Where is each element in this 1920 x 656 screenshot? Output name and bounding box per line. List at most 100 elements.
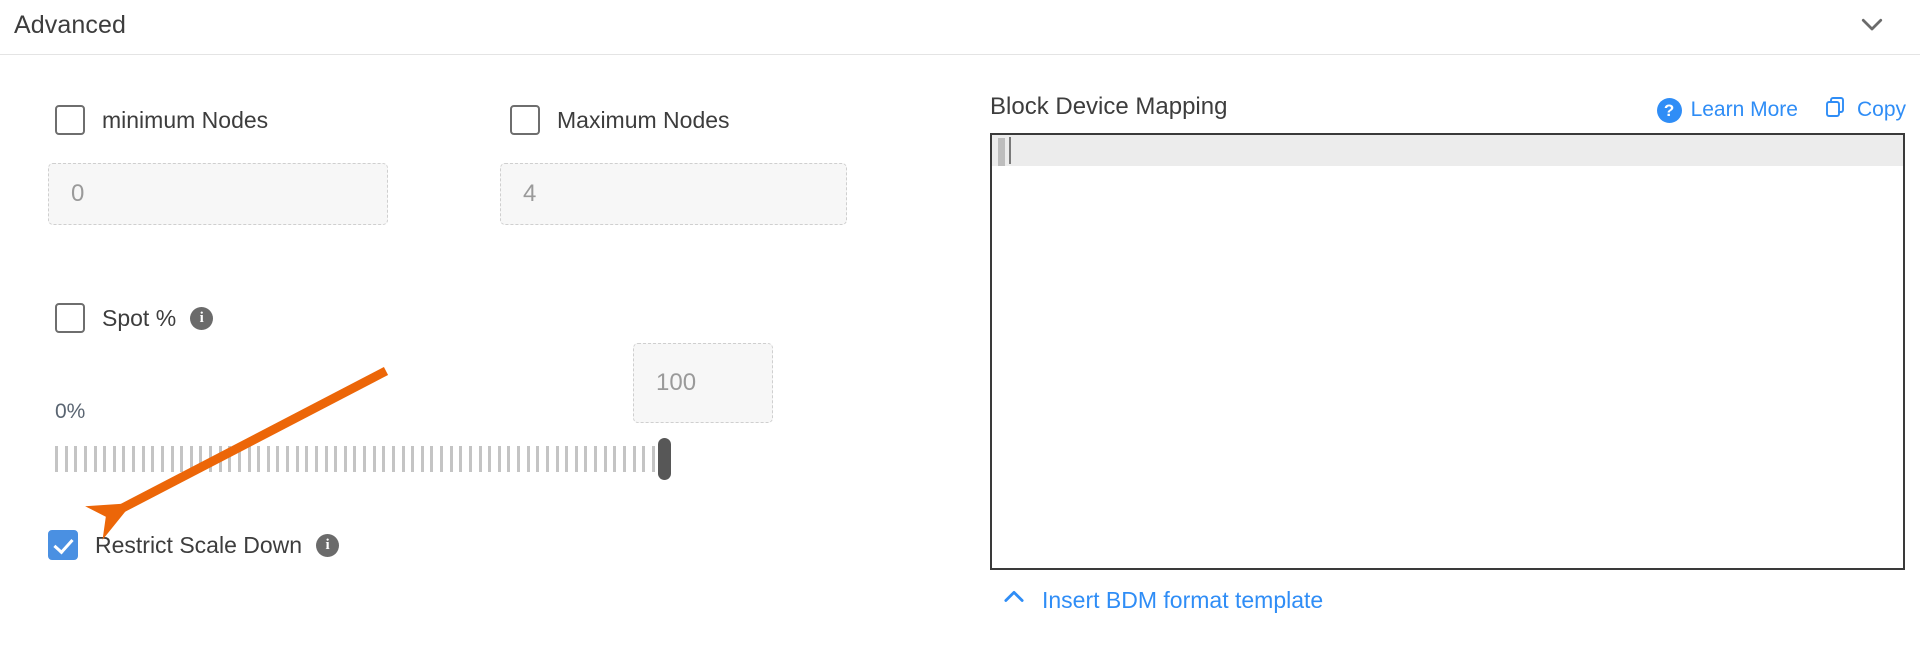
- slider-tick: [151, 446, 155, 472]
- advanced-panel-header: Advanced: [0, 0, 1920, 55]
- slider-tick: [218, 446, 222, 472]
- insert-bdm-template-link[interactable]: Insert BDM format template: [1000, 583, 1323, 617]
- learn-more-label: Learn More: [1690, 98, 1798, 121]
- slider-tick: [228, 446, 232, 472]
- slider-tick: [372, 446, 376, 472]
- slider-tick: [642, 446, 646, 472]
- bdm-action-links: ? Learn More Copy: [1656, 95, 1906, 125]
- slider-tick: [276, 446, 280, 472]
- slider-tick: [613, 446, 617, 472]
- slider-tick: [74, 446, 78, 472]
- slider-tick: [440, 446, 443, 472]
- slider-tick: [141, 446, 145, 472]
- copy-button[interactable]: Copy: [1824, 95, 1906, 125]
- slider-tick: [363, 446, 366, 472]
- slider-tick: [286, 446, 289, 472]
- slider-tick: [622, 446, 626, 472]
- spot-percent-value-input[interactable]: 100: [633, 343, 773, 423]
- min-nodes-input[interactable]: 0: [48, 163, 388, 225]
- spot-percent-checkbox[interactable]: [55, 303, 85, 333]
- slider-tick: [536, 446, 540, 472]
- max-nodes-checkbox[interactable]: [510, 105, 540, 135]
- slider-tick: [122, 446, 126, 472]
- collapse-panel-button[interactable]: [1854, 8, 1890, 44]
- min-nodes-checkbox[interactable]: [55, 105, 85, 135]
- max-nodes-label: Maximum Nodes: [557, 106, 730, 133]
- slider-tick: [526, 446, 530, 472]
- slider-tick: [93, 446, 97, 472]
- copy-label: Copy: [1856, 98, 1906, 121]
- slider-tick: [353, 446, 357, 472]
- slider-tick: [180, 446, 184, 472]
- learn-more-link[interactable]: ? Learn More: [1656, 97, 1798, 123]
- spot-percent-slider-thumb[interactable]: [658, 438, 671, 480]
- help-circle-icon: ?: [1656, 97, 1682, 123]
- slider-tick: [334, 446, 338, 472]
- min-nodes-checkbox-row[interactable]: minimum Nodes: [55, 105, 268, 135]
- slider-tick: [112, 446, 116, 472]
- slider-tick: [314, 446, 318, 472]
- slider-tick: [488, 446, 492, 472]
- copy-icon: [1824, 95, 1848, 125]
- slider-tick: [343, 446, 347, 472]
- restrict-scale-down-label: Restrict Scale Down: [95, 531, 303, 558]
- slider-tick: [507, 446, 511, 472]
- slider-tick: [324, 446, 328, 472]
- page-title: Advanced: [14, 11, 126, 39]
- editor-gutter-marker: [998, 138, 1005, 166]
- slider-tick: [170, 446, 174, 472]
- slider-tick: [603, 446, 607, 472]
- editor-active-line: [992, 135, 1903, 166]
- min-nodes-label: minimum Nodes: [102, 106, 269, 133]
- slider-tick: [401, 446, 405, 472]
- editor-text-caret: [1009, 137, 1011, 164]
- slider-tick: [391, 446, 395, 472]
- slider-tick: [83, 446, 87, 472]
- spot-percent-info-icon[interactable]: i: [190, 306, 214, 330]
- chevron-up-icon: [1000, 583, 1028, 617]
- block-device-mapping-section: Block Device Mapping ? Learn More Copy: [990, 55, 1920, 656]
- advanced-left-column: minimum Nodes 0 Maximum Nodes 4 Spot % i…: [0, 55, 980, 656]
- slider-min-label: 0%: [55, 400, 86, 423]
- max-nodes-checkbox-row[interactable]: Maximum Nodes: [510, 105, 730, 135]
- slider-tick: [565, 446, 569, 472]
- restrict-scale-down-checkbox[interactable]: [48, 530, 78, 560]
- slider-tick: [247, 446, 251, 472]
- slider-tick: [430, 446, 434, 472]
- slider-tick: [189, 446, 193, 472]
- restrict-scale-down-info-icon[interactable]: i: [316, 533, 340, 557]
- slider-tick: [411, 446, 415, 472]
- slider-tick: [64, 446, 68, 472]
- slider-tick: [266, 446, 270, 472]
- slider-tick: [103, 446, 107, 472]
- slider-tick: [517, 446, 520, 472]
- block-device-mapping-title: Block Device Mapping: [990, 93, 1228, 120]
- slider-tick: [209, 446, 212, 472]
- slider-tick: [449, 446, 453, 472]
- slider-tick: [555, 446, 559, 472]
- slider-tick: [459, 446, 463, 472]
- slider-tick: [420, 446, 424, 472]
- max-nodes-input[interactable]: 4: [500, 163, 847, 225]
- block-device-mapping-editor[interactable]: [990, 133, 1905, 570]
- slider-tick: [382, 446, 386, 472]
- restrict-scale-down-row[interactable]: Restrict Scale Down i: [48, 530, 340, 560]
- slider-tick: [497, 446, 501, 472]
- slider-tick: [651, 446, 655, 472]
- slider-tick: [468, 446, 472, 472]
- slider-tick: [478, 446, 482, 472]
- spot-percent-checkbox-row[interactable]: Spot % i: [55, 303, 214, 333]
- slider-tick: [132, 446, 135, 472]
- slider-tick: [574, 446, 578, 472]
- spot-percent-slider-track[interactable]: [55, 445, 665, 473]
- spot-percent-label: Spot %: [102, 304, 177, 331]
- slider-tick: [632, 446, 636, 472]
- slider-tick: [257, 446, 261, 472]
- slider-tick: [55, 446, 58, 472]
- insert-bdm-template-label: Insert BDM format template: [1042, 586, 1324, 613]
- chevron-down-icon: [1857, 9, 1887, 44]
- slider-tick: [594, 446, 597, 472]
- slider-tick: [160, 446, 164, 472]
- slider-tick: [305, 446, 309, 472]
- slider-tick: [237, 446, 241, 472]
